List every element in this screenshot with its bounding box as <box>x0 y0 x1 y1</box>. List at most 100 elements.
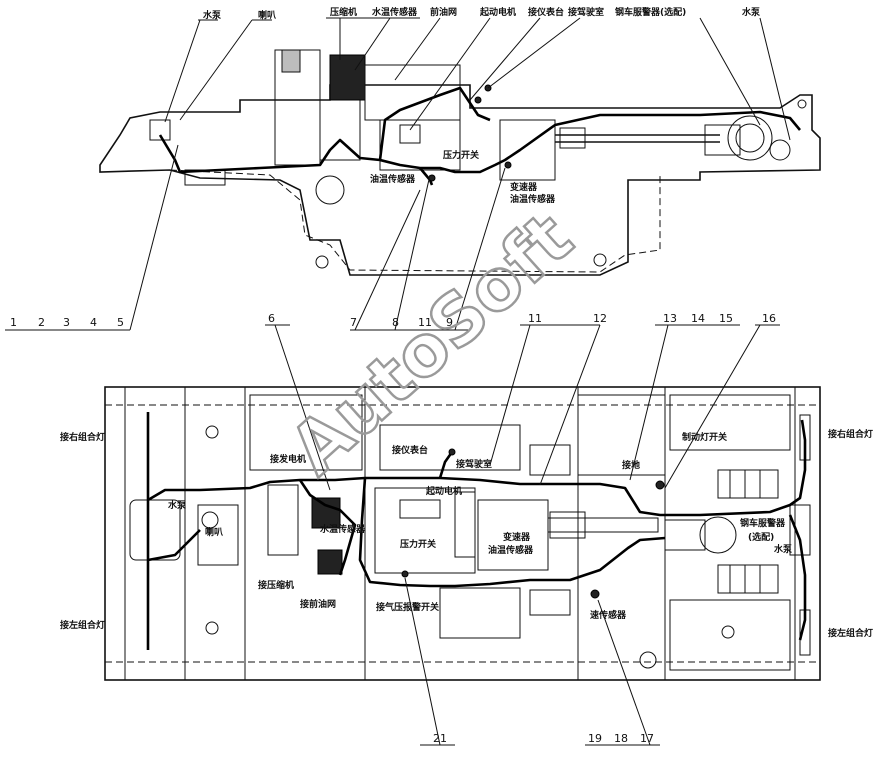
callout-9: 9 <box>446 316 453 329</box>
callout-19: 19 <box>588 732 602 745</box>
label-water-pump-right: 水泵 <box>742 6 761 18</box>
bolt-1 <box>205 425 219 439</box>
rear-water-pump <box>769 139 791 161</box>
side-hole-2 <box>593 253 607 267</box>
callout-6: 6 <box>268 312 275 325</box>
top-dashboard-node <box>448 448 456 456</box>
drive-shaft-top <box>547 517 659 533</box>
callout-7: 7 <box>350 316 357 329</box>
horn-box <box>197 504 239 566</box>
label-ground: 接地 <box>622 459 640 471</box>
top-harness-rear-down <box>788 514 807 641</box>
top-harness-engine <box>298 479 357 576</box>
side-wheel-front <box>315 175 345 205</box>
label-horn: 喇叭 <box>258 9 276 21</box>
label-starter: 起动电机 <box>479 6 516 18</box>
small-panel-1 <box>529 444 571 476</box>
callout-18: 18 <box>614 732 628 745</box>
transmission-body <box>499 119 556 181</box>
rear-axle-part <box>704 124 741 156</box>
radiator-cap <box>281 49 301 73</box>
callout-13: 13 <box>663 312 677 325</box>
center-panel-top <box>379 424 521 471</box>
label-top-pressure-switch: 压力开关 <box>400 538 436 550</box>
label-water-temp-sensor: 水温传感器 <box>372 6 418 18</box>
dashboard-node <box>474 96 482 104</box>
label-top-water-pump-left: 水泵 <box>168 499 187 511</box>
top-harness-main <box>147 419 807 517</box>
side-callout-leaders <box>5 144 506 331</box>
side-harness-up <box>378 86 491 161</box>
center-panel-bottom <box>439 587 521 639</box>
side-view: 水泵 喇叭 压缩机 水温传感器 前油网 起动电机 接仪表台 接驾驶室 钢车服警器… <box>5 6 821 331</box>
side-hole-3 <box>797 99 807 109</box>
label-top-to-cab: 接驾驶室 <box>456 458 492 470</box>
label-transmission: 变速器 <box>510 181 538 193</box>
bellhousing <box>454 491 476 558</box>
front-water-pump <box>149 119 171 141</box>
label-left-combo-lamp-left: 接左组合灯 <box>60 619 105 631</box>
differential <box>699 516 737 554</box>
label-retarder: 钢车服警器(选配) <box>615 6 686 18</box>
callout-2: 2 <box>38 316 45 329</box>
generator-body <box>311 497 341 529</box>
top-view: 接右组合灯 接左组合灯 水泵 喇叭 接发电机 水温传感器 接压缩机 接前油网 接… <box>60 312 873 746</box>
air-pressure-node <box>401 570 409 578</box>
label-to-generator: 接发电机 <box>270 453 306 465</box>
frame-dash-line <box>169 169 661 273</box>
label-to-compressor: 接压缩机 <box>258 579 294 591</box>
top-harness-lower <box>358 477 666 588</box>
callout-4: 4 <box>90 316 97 329</box>
top-harness-dash <box>438 451 454 479</box>
label-oil-temp-sensor: 油温传感器 <box>370 173 416 185</box>
starter-top <box>399 499 441 519</box>
rear-panel-bottom <box>669 599 791 671</box>
label-top-to-dashboard: 接仪表台 <box>392 444 428 456</box>
callout-14: 14 <box>691 312 705 325</box>
label-water-pump-left: 水泵 <box>203 9 222 21</box>
rear-wheel-inner <box>735 123 765 153</box>
label-transmission-oil-sensor: 油温传感器 <box>510 193 556 205</box>
top-callout-leaders <box>265 324 780 746</box>
starter-body <box>399 124 421 144</box>
label-top-water-temp-sensor: 水温传感器 <box>320 523 366 535</box>
label-top-horn: 喇叭 <box>205 526 223 538</box>
compressor-part <box>329 54 366 101</box>
engine-block-top <box>374 487 476 574</box>
shaft-joint <box>559 127 586 149</box>
callout-8: 8 <box>392 316 399 329</box>
engine-bay-panel <box>249 394 363 471</box>
label-top-retarder: 钢车服警器 <box>740 517 786 529</box>
callout-17: 17 <box>640 732 654 745</box>
chassis-outline <box>99 84 821 276</box>
speed-sensor-node <box>590 589 600 599</box>
chassis-top-outline <box>104 386 821 681</box>
transmission-top <box>477 499 549 571</box>
shaft-joint-top <box>549 511 586 539</box>
label-compressor: 压缩机 <box>330 6 357 18</box>
brake-switch-node <box>655 480 665 490</box>
trans-sensor-node <box>504 161 512 169</box>
callout-11a: 11 <box>418 316 432 329</box>
diff-input <box>664 519 706 551</box>
callout-15: 15 <box>719 312 733 325</box>
generator-area <box>267 484 299 556</box>
callout-3: 3 <box>63 316 70 329</box>
label-brake-switch: 制动灯开关 <box>682 431 727 443</box>
label-top-retarder-opt: (选配) <box>748 531 774 543</box>
top-harness-front-lower <box>147 529 201 562</box>
compressor-body <box>317 549 343 575</box>
label-to-cab: 接驾驶室 <box>568 6 604 18</box>
bolt-4 <box>639 651 657 669</box>
callout-21: 21 <box>433 732 447 745</box>
label-top-trans-oil-sensor: 油温传感器 <box>488 544 534 556</box>
rear-wheel-right <box>717 564 779 594</box>
label-top-water-pump-right: 水泵 <box>774 543 793 555</box>
side-hole <box>315 255 329 269</box>
callout-1: 1 <box>10 316 17 329</box>
watermark-text: AutoSoft <box>275 197 588 491</box>
callout-11b: 11 <box>528 312 542 325</box>
label-fuel-filter: 前油网 <box>430 6 457 18</box>
